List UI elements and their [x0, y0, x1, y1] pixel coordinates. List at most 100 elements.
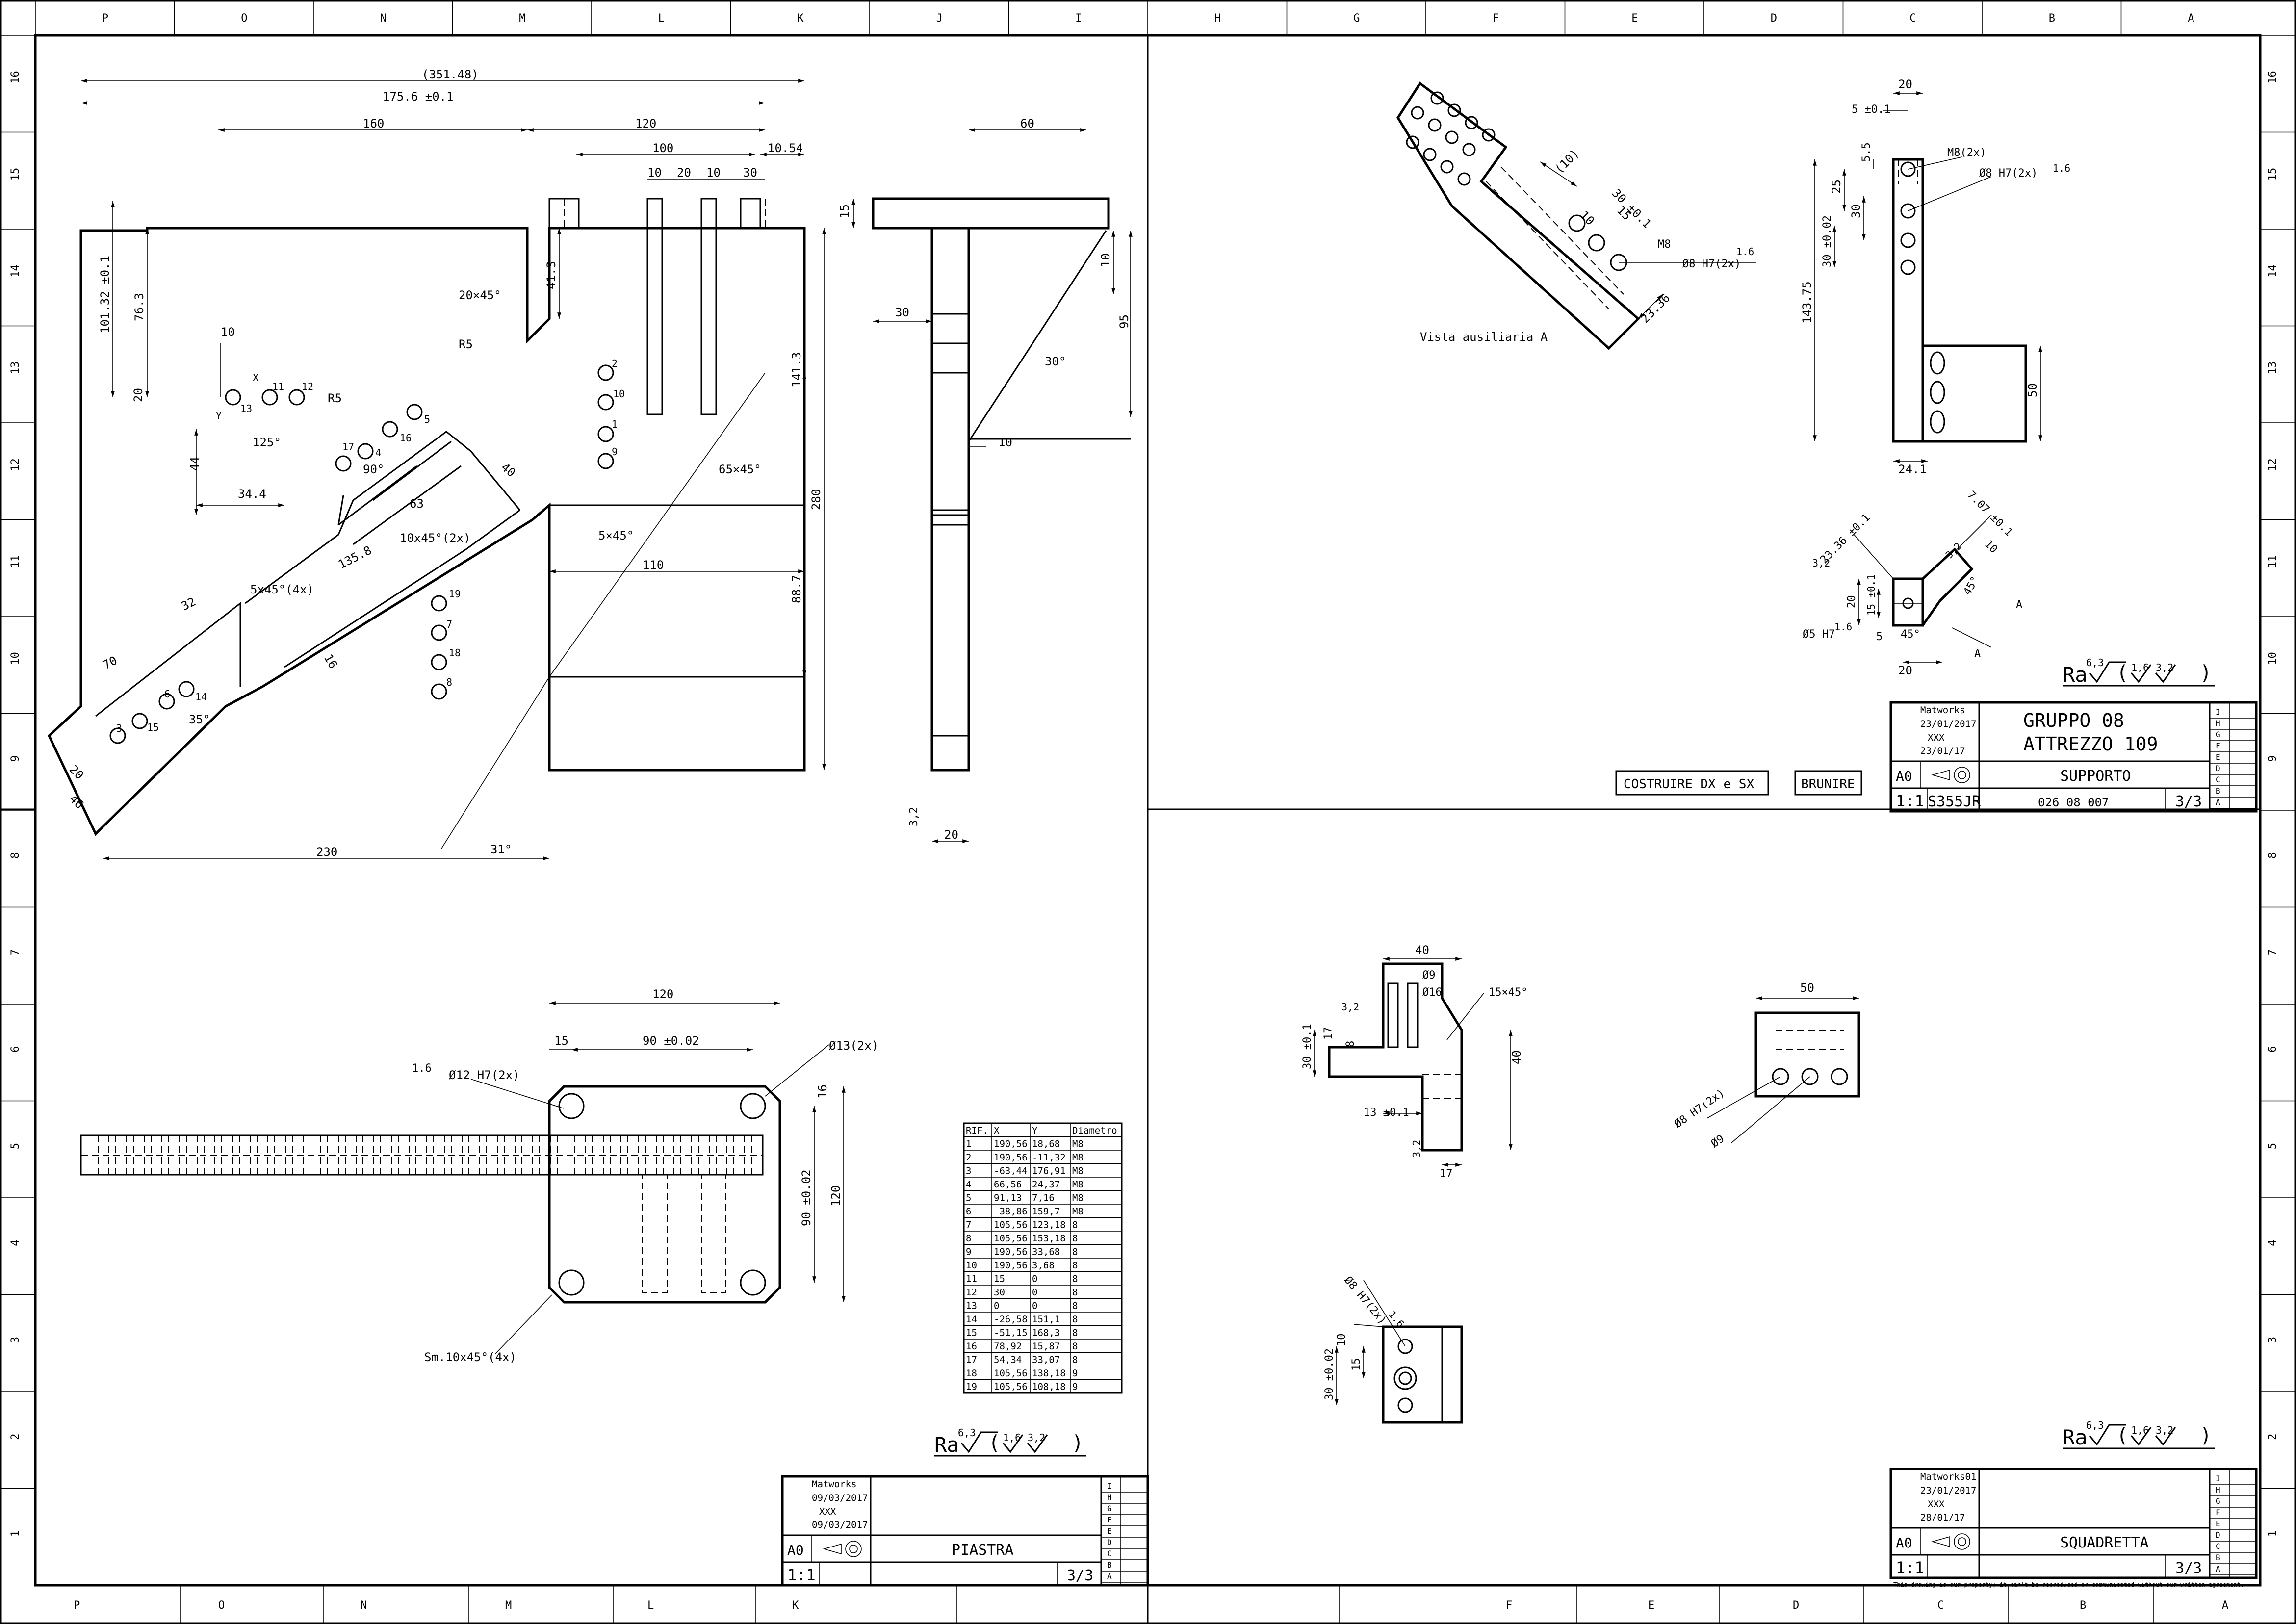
table-cell: 8	[1072, 1220, 1078, 1231]
squadretta-front-outline	[1328, 962, 1463, 1152]
dim-r5-upper: R5	[459, 337, 473, 351]
border-row-right: 6	[2267, 1046, 2279, 1053]
plate-hole-bottom-left	[558, 1269, 585, 1296]
border-row-left: 1	[9, 1530, 22, 1537]
aux-view-label: Vista ausiliaria A	[1420, 330, 1548, 344]
border-col-bottom: D	[1793, 1599, 1799, 1612]
dim-280: 280	[809, 489, 823, 510]
table-cell: 8	[966, 1233, 971, 1244]
piastra-slot-arm	[95, 431, 521, 717]
table-cell: 7	[966, 1220, 971, 1231]
sq-dim-13: 13 ±0.1	[1364, 1107, 1409, 1119]
plate-hole-top-right	[740, 1093, 766, 1119]
front-dim-50: 50	[2026, 383, 2039, 397]
bottom-dim-chamfer: Sm.10x45°(4x)	[424, 1350, 516, 1364]
hole-label-10: 10	[613, 388, 625, 400]
table-cell: 4	[966, 1179, 971, 1190]
roughness-prefix: Ra	[2063, 1425, 2088, 1449]
revision-letter: G	[2216, 730, 2220, 739]
sq-dim-17-vert: 17	[1322, 1027, 1335, 1040]
top-dim-20-vert: 20	[1846, 595, 1858, 609]
table-cell: 105,56	[994, 1382, 1028, 1392]
hole-11	[261, 389, 278, 406]
table-cell: -51,15	[994, 1328, 1028, 1339]
hole-label-13: 13	[240, 403, 252, 414]
table-cell: 105,56	[994, 1233, 1028, 1244]
hole-17	[335, 455, 352, 472]
axis-y-label: Y	[216, 410, 222, 422]
table-header: X	[994, 1125, 1000, 1136]
note-build: COSTRUIRE DX e SX	[1624, 777, 1754, 792]
dim-5x45-4x: 5x45°(4x)	[250, 583, 314, 596]
squadretta-side-outline	[1754, 1011, 1860, 1098]
revision-letter: F	[1107, 1515, 1112, 1524]
border-row-right: 1	[2267, 1530, 2279, 1537]
revision-letter: G	[1107, 1504, 1112, 1513]
hole-label-7: 7	[446, 619, 452, 630]
border-col-top: H	[1214, 12, 1221, 25]
hole-4	[357, 443, 374, 460]
piastra-top-view: (351.48) 175.6 ±0.1 160 120 100 10.54 10…	[47, 68, 826, 860]
hole-label-18: 18	[449, 647, 461, 659]
top-dim-5: 5	[1876, 631, 1883, 643]
table-cell: 11	[966, 1274, 977, 1285]
table-cell: 15	[994, 1274, 1005, 1285]
border-col-top: J	[936, 12, 943, 25]
dim-10-left: 10	[221, 325, 235, 339]
table-cell: 18	[966, 1368, 977, 1379]
border-col-top: I	[1075, 12, 1082, 25]
border-row-right: 16	[2267, 71, 2279, 84]
hole-label-17: 17	[342, 441, 354, 453]
table-cell: 33,07	[1032, 1355, 1060, 1366]
table-cell: 8	[1072, 1341, 1078, 1352]
piastra-bottom-view: 120 15 90 ±0.02 Ø13(2x) 1.6 Ø12 H7(2x) 1…	[80, 987, 878, 1364]
dim-141-3: 141.3	[790, 352, 803, 387]
front-dim-24-1: 24.1	[1898, 463, 1927, 476]
dim-16-arm: 16	[321, 652, 340, 671]
side-roughness-3-2: 3,2	[908, 807, 920, 826]
table-cell: 19	[966, 1382, 977, 1392]
table-cell: 138,18	[1032, 1368, 1066, 1379]
table-cell: 8	[1072, 1233, 1078, 1244]
sq-dim-d9-side: Ø9	[1709, 1133, 1727, 1150]
table-cell: 9	[1072, 1382, 1078, 1392]
border-col-bottom: P	[74, 1599, 80, 1612]
dim-110: 110	[643, 558, 664, 572]
border-row-right: 2	[2267, 1434, 2279, 1440]
side-dim-10-bottom: 10	[998, 436, 1012, 449]
revision-letter: G	[2216, 1496, 2220, 1506]
revision-letter: H	[2216, 1485, 2220, 1495]
table-cell: 190,56	[994, 1152, 1028, 1163]
roughness-close-paren: )	[2200, 1424, 2212, 1447]
top-dim-15: 15 ±0.1	[1865, 574, 1877, 616]
table-cell: 8	[1072, 1355, 1078, 1366]
roughness-value: 6,3	[2086, 657, 2104, 669]
sheet-number: 3/3	[2175, 793, 2202, 810]
sheet-number: 3/3	[1067, 1567, 1093, 1584]
supporto-top-square	[1892, 577, 1924, 627]
designed-date: 09/03/2017	[812, 1493, 868, 1503]
border-row-right: 11	[2267, 555, 2279, 568]
roughness-open-paren: (	[2116, 662, 2128, 684]
material: S355JR	[1928, 793, 1981, 810]
table-cell: 8	[1072, 1274, 1078, 1285]
table-cell: M8	[1072, 1206, 1084, 1217]
dim-32: 32	[179, 594, 198, 613]
table-header: RIF.	[966, 1125, 988, 1136]
dim-175: 175.6 ±0.1	[383, 90, 454, 103]
border-row-left: 9	[9, 755, 22, 762]
hole-label-11: 11	[272, 381, 284, 392]
sheet-size: A0	[1896, 768, 1912, 784]
table-cell: 153,18	[1032, 1233, 1066, 1244]
border-row-right: 12	[2267, 458, 2279, 471]
border-col-bottom: M	[505, 1599, 512, 1612]
roughness-prefix: Ra	[2063, 663, 2088, 687]
border-row-left: 11	[9, 555, 22, 568]
sq-dim-8: 8	[1344, 1041, 1357, 1047]
front-dim-d8: Ø8 H7(2x)	[1979, 167, 2038, 180]
border-col-top: F	[1493, 12, 1499, 25]
